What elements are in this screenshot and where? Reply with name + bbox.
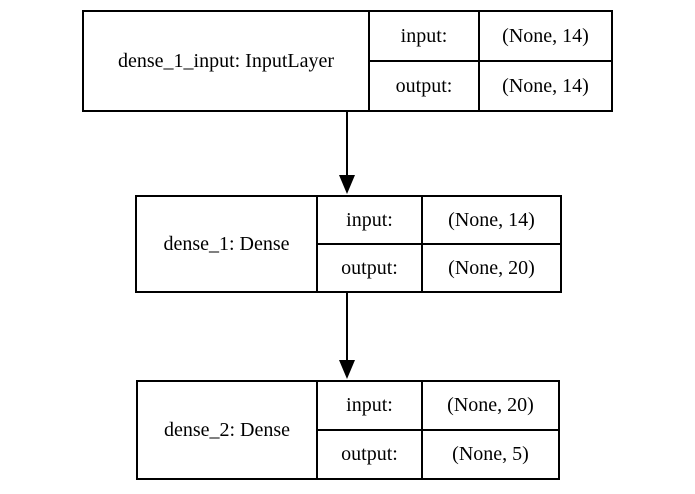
input-shape-value: (None, 20) [447,394,534,416]
layer-name-label: dense_1: Dense [137,197,318,291]
layer-node-dense-2: dense_2: Dense input: (None, 20) output:… [136,380,560,480]
output-shape-value: (None, 20) [448,256,535,279]
input-row: input: (None, 14) [318,197,560,245]
edge-line-input-to-dense1 [346,112,348,176]
input-key-label: input: [318,197,423,243]
input-row: input: (None, 20) [318,382,558,431]
io-table: input: (None, 14) output: (None, 20) [318,197,560,291]
input-shape-value: (None, 14) [448,208,535,231]
arrowhead-down-icon [339,175,355,194]
input-key-label: input: [370,12,480,60]
layer-name-label: dense_1_input: InputLayer [84,12,370,110]
output-key-label: output: [318,245,423,291]
output-key-label: output: [318,431,423,478]
io-table: input: (None, 14) output: (None, 14) [370,12,611,110]
layer-node-dense-1-input: dense_1_input: InputLayer input: (None, … [82,10,613,112]
input-key-label: input: [318,382,423,429]
output-key-label: output: [370,62,480,110]
input-shape-value: (None, 14) [502,24,589,47]
edge-line-dense1-to-dense2 [346,293,348,361]
input-row: input: (None, 14) [370,12,611,62]
output-row: output: (None, 14) [370,62,611,110]
layer-node-dense-1: dense_1: Dense input: (None, 14) output:… [135,195,562,293]
output-row: output: (None, 5) [318,431,558,478]
io-table: input: (None, 20) output: (None, 5) [318,382,558,478]
layer-name-label: dense_2: Dense [138,382,318,478]
output-shape-value: (None, 14) [502,74,589,97]
output-row: output: (None, 20) [318,245,560,291]
output-shape-value: (None, 5) [452,443,529,465]
arrowhead-down-icon [339,360,355,379]
